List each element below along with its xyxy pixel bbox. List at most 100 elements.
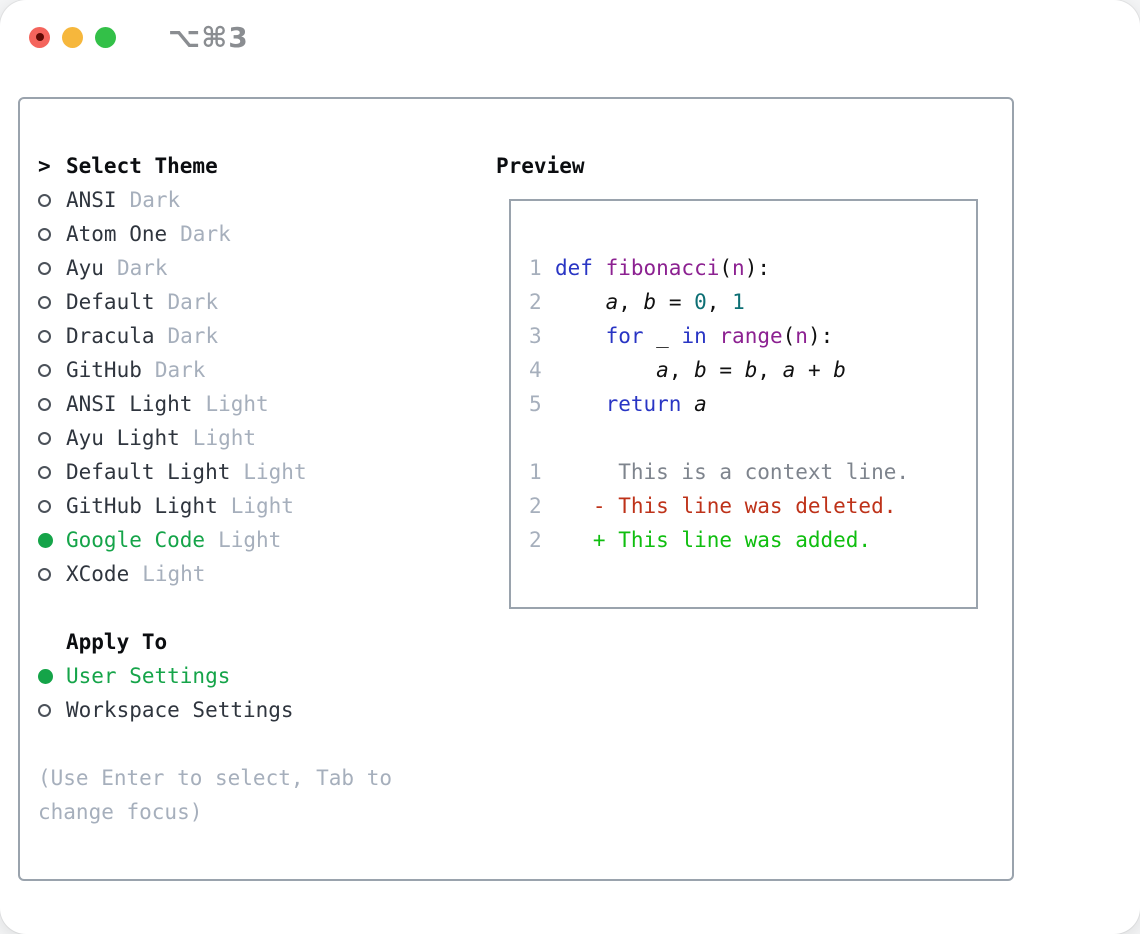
code-segment-pln: ( xyxy=(719,256,733,280)
apply-option-user-settings[interactable]: User Settings xyxy=(38,659,496,693)
radio-cell xyxy=(38,659,66,693)
theme-name: Ayu xyxy=(66,256,104,280)
diff-preview: 1 This is a context line.2 - This line w… xyxy=(529,455,964,557)
theme-name: GitHub xyxy=(66,358,142,382)
select-theme-title: Select Theme xyxy=(66,154,218,178)
code-segment-pln: , xyxy=(668,358,695,382)
code-segment-pln: , xyxy=(618,290,644,314)
radio-cell xyxy=(38,455,66,489)
diff-line: 2 - This line was deleted. xyxy=(529,489,964,523)
code-segment-fn: fibonacci xyxy=(605,256,720,280)
theme-name: Dracula xyxy=(66,324,155,348)
theme-variant-label: Dark xyxy=(154,358,206,382)
code-segment-var: a xyxy=(656,358,669,382)
code-segment-var: a xyxy=(782,358,796,382)
radio-cell xyxy=(38,285,66,319)
radio-icon xyxy=(38,295,51,309)
code-segment-var: a xyxy=(694,392,707,416)
radio-cell xyxy=(38,319,66,353)
code-segment-pln xyxy=(681,392,694,416)
code-segment-pln: _ xyxy=(643,324,682,348)
apply-option-label: User Settings xyxy=(66,664,231,688)
line-number: 2 xyxy=(529,528,542,552)
select-theme-header: > Select Theme xyxy=(38,149,496,183)
code-segment-fn: n xyxy=(732,256,745,280)
code-segment-pln xyxy=(555,392,606,416)
window-title: ⌥⌘3 xyxy=(168,20,249,54)
diff-line: 2 + This line was added. xyxy=(529,523,964,557)
theme-name: Atom One xyxy=(66,222,168,246)
theme-name: ANSI Light xyxy=(66,392,193,416)
cursor-icon: > xyxy=(38,154,51,178)
code-segment-kw: for xyxy=(605,324,644,348)
code-segment-pln: = xyxy=(656,290,695,314)
code-segment-pln: + xyxy=(795,358,834,382)
line-number: 2 xyxy=(529,290,542,314)
theme-variant-label: Dark xyxy=(167,324,219,348)
apply-option-label: Workspace Settings xyxy=(66,698,294,722)
close-button[interactable] xyxy=(29,26,50,48)
code-segment-kw: def xyxy=(555,256,606,280)
code-line: 4 a, b = b, a + b xyxy=(529,353,964,387)
diff-line: 1 This is a context line. xyxy=(529,455,964,489)
line-content: return a xyxy=(555,387,707,421)
theme-option-ayu[interactable]: Ayu Dark xyxy=(38,251,496,285)
code-segment-pln xyxy=(555,324,606,348)
theme-option-github[interactable]: GitHub Dark xyxy=(38,353,496,387)
line-content: for _ in range(n): xyxy=(555,319,834,353)
code-segment-add: + This line was added. xyxy=(555,528,872,552)
help-text: (Use Enter to select, Tab to change focu… xyxy=(38,766,393,824)
theme-option-ansi-light[interactable]: ANSI Light Light xyxy=(38,387,496,421)
code-segment-del: - This line was deleted. xyxy=(555,494,897,518)
theme-variant-label: Light xyxy=(205,392,269,416)
radio-icon xyxy=(38,227,51,241)
code-segment-var: b xyxy=(744,358,758,382)
radio-cell xyxy=(38,353,66,387)
radio-icon xyxy=(38,261,51,275)
code-line: 3 for _ in range(n): xyxy=(529,319,964,353)
minimize-button[interactable] xyxy=(62,26,83,48)
code-segment-lit: 1 xyxy=(732,290,745,314)
line-number: 5 xyxy=(529,392,542,416)
theme-name: Ayu Light xyxy=(66,426,180,450)
radio-icon xyxy=(38,329,51,343)
close-dot-icon xyxy=(35,33,44,41)
code-segment-var: a xyxy=(605,290,619,314)
preview-header: Preview xyxy=(496,149,982,183)
maximize-button[interactable] xyxy=(95,26,116,48)
theme-name: Default xyxy=(66,290,155,314)
line-content: a, b = b, a + b xyxy=(555,353,846,387)
code-segment-kw: return xyxy=(605,392,682,416)
code-segment-pln: , xyxy=(757,358,783,382)
radio-cell xyxy=(38,217,66,251)
theme-variant-label: Dark xyxy=(116,256,168,280)
code-segment-var: b xyxy=(694,358,707,382)
line-content: def fibonacci(n): xyxy=(555,251,770,285)
line-content: - This line was deleted. xyxy=(555,489,896,523)
code-segment-var: b xyxy=(833,358,846,382)
theme-option-dracula[interactable]: Dracula Dark xyxy=(38,319,496,353)
radio-cell xyxy=(38,693,66,727)
line-number: 3 xyxy=(529,324,542,348)
radio-cell xyxy=(38,489,66,523)
code-segment-pln xyxy=(555,358,656,382)
apply-option-workspace-settings[interactable]: Workspace Settings xyxy=(38,693,496,727)
line-number: 2 xyxy=(529,494,542,518)
code-segment-pln: ): xyxy=(807,324,834,348)
radio-icon xyxy=(38,363,51,377)
